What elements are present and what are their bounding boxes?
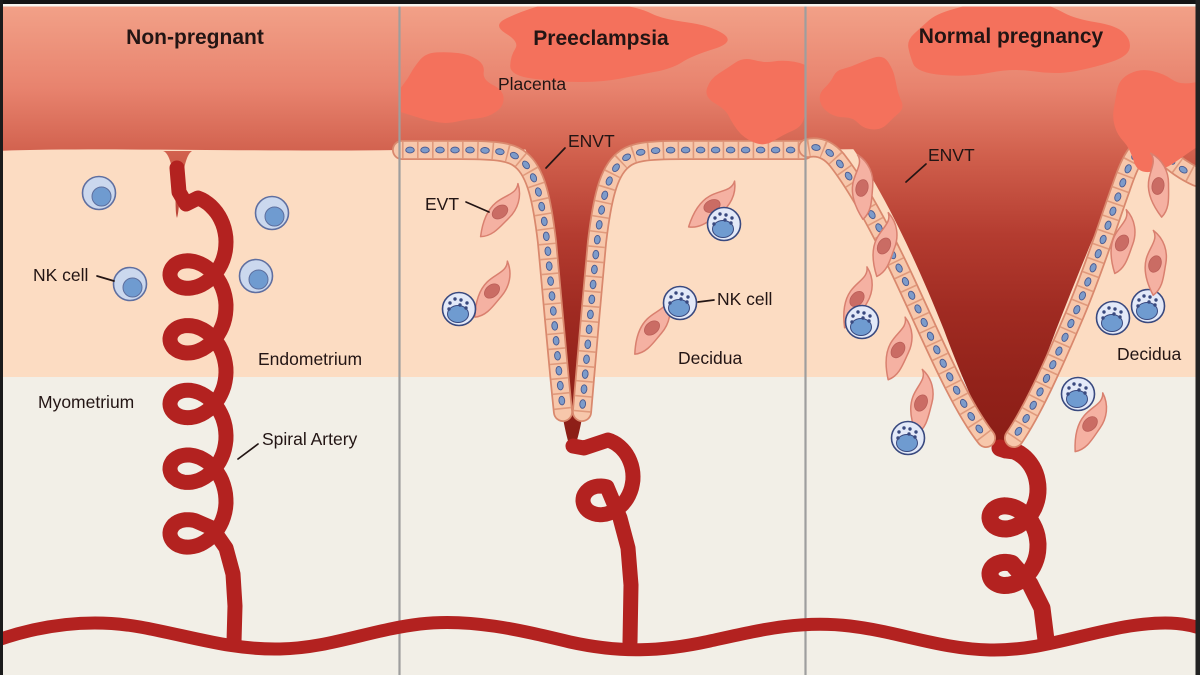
- nk-cell-granulated: [1130, 288, 1166, 324]
- nk-cell-granulated: [890, 420, 926, 456]
- spiral-artery-preeclampsia: [565, 432, 641, 650]
- normal-pregnancy-vessel-lumen: [851, 146, 1141, 454]
- placenta-blob: [819, 56, 903, 130]
- pointer-evt-p2: [465, 201, 490, 213]
- label-spiral-artery: Spiral Artery: [262, 429, 358, 449]
- label-nk-cell-p1: NK cell: [33, 265, 88, 285]
- label-nk-cell-p2: NK cell: [717, 289, 772, 309]
- label-evt: EVT: [425, 194, 459, 214]
- spiral-artery-nonpregnant: [162, 160, 243, 650]
- label-envt-p3: ENVT: [928, 145, 975, 165]
- placenta-blob: [499, 1, 728, 83]
- nk-cell-granulated: [844, 304, 880, 340]
- panel-title-preeclampsia: Preeclampsia: [533, 27, 669, 50]
- placenta-blob: [1113, 70, 1198, 173]
- placenta-blob: [401, 52, 504, 123]
- right-black-strip: [1195, 0, 1200, 675]
- pointer-spiral-artery: [237, 443, 259, 460]
- spiral-artery-normal: [981, 439, 1055, 649]
- pointer-envt-p3: [905, 163, 927, 183]
- top-black-bar: [0, 0, 1200, 4]
- basal-artery: [0, 615, 1200, 657]
- placenta-normal: [819, 0, 1198, 173]
- left-black-strip: [0, 0, 3, 675]
- label-envt-p2: ENVT: [568, 131, 615, 151]
- label-decidua-p3: Decidua: [1117, 344, 1181, 364]
- placenta-blob: [706, 58, 805, 145]
- panel-title-normal: Normal pregnancy: [919, 25, 1104, 48]
- pointer-nk-cell-p1: [96, 275, 115, 282]
- label-placenta: Placenta: [498, 74, 566, 94]
- nk-cell-granulated: [1060, 376, 1096, 412]
- nk-cell: [254, 195, 290, 231]
- nk-cell-granulated: [441, 291, 477, 327]
- nk-cell: [81, 175, 117, 211]
- label-endometrium: Endometrium: [258, 349, 362, 369]
- pointer-nk-cell-p2: [697, 299, 715, 303]
- nk-cell-granulated: [1095, 300, 1131, 336]
- top-white-line: [0, 4, 1200, 7]
- placenta-blob: [908, 0, 1130, 76]
- nk-cell-granulated: [706, 206, 742, 242]
- panel-title-nonpregnant: Non-pregnant: [126, 26, 264, 49]
- label-decidua-p2: Decidua: [678, 348, 742, 368]
- placenta-preeclampsia: [401, 1, 805, 145]
- nk-cell-granulated: [662, 285, 698, 321]
- pointer-envt-p2: [545, 147, 566, 169]
- nk-cell: [238, 258, 274, 294]
- nk-cell: [112, 266, 148, 302]
- label-myometrium: Myometrium: [38, 392, 134, 412]
